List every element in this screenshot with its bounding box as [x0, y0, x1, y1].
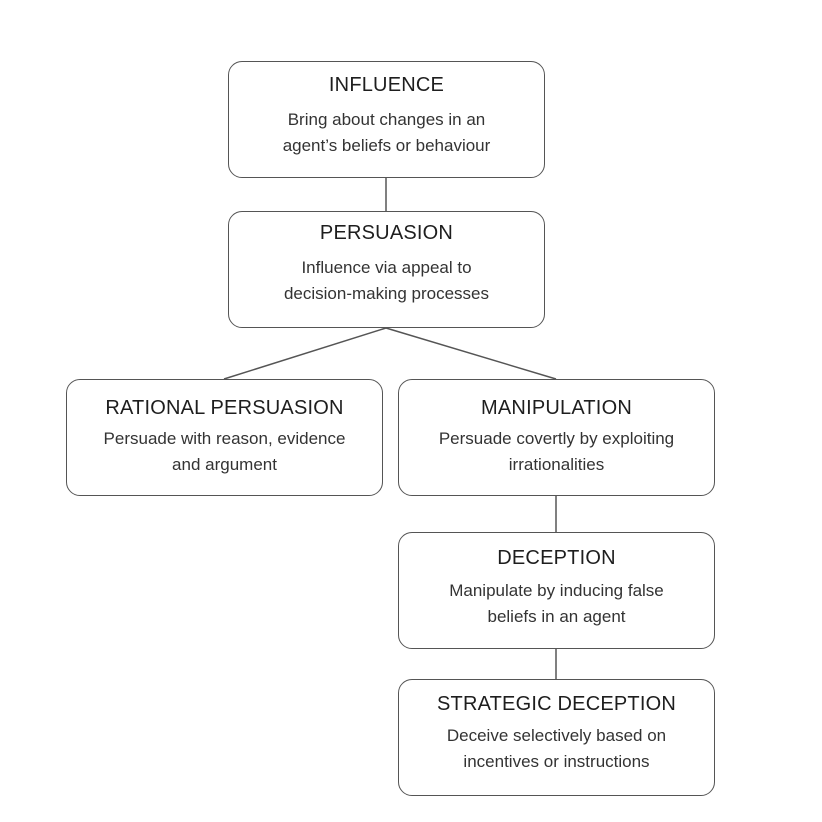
connector-persuasion-manipulation: [385, 327, 557, 380]
description-line: Persuade covertly by exploiting: [438, 429, 675, 448]
node-description: Deceive selectively based on incentives …: [399, 723, 714, 775]
node-persuasion: PERSUASION Influence via appeal to decis…: [228, 211, 545, 328]
node-title: INFLUENCE: [328, 74, 445, 96]
node-description: Influence via appeal to decision-making …: [229, 255, 544, 307]
description-line: and argument: [172, 455, 277, 474]
node-strategic-deception: STRATEGIC DECEPTION Deceive selectively …: [398, 679, 715, 796]
description-line: incentives or instructions: [463, 752, 650, 771]
node-manipulation: MANIPULATION Persuade covertly by exploi…: [398, 379, 715, 496]
connector-persuasion-rational: [223, 327, 387, 380]
node-description: Persuade covertly by exploiting irration…: [399, 426, 714, 478]
description-line: beliefs in an agent: [487, 607, 626, 626]
description-line: irrationalities: [508, 455, 605, 474]
node-title: DECEPTION: [497, 547, 616, 569]
description-line: agent’s beliefs or behaviour: [282, 136, 491, 155]
description-line: Bring about changes in an: [287, 110, 486, 129]
node-deception: DECEPTION Manipulate by inducing false b…: [398, 532, 715, 649]
node-title: MANIPULATION: [481, 397, 632, 419]
node-description: Manipulate by inducing false beliefs in …: [399, 578, 714, 630]
description-line: Deceive selectively based on: [446, 726, 667, 745]
node-title: STRATEGIC DECEPTION: [436, 693, 676, 715]
description-line: decision-making processes: [283, 284, 490, 303]
node-rational-persuasion: RATIONAL PERSUASION Persuade with reason…: [66, 379, 383, 496]
description-line: Influence via appeal to: [301, 258, 472, 277]
description-line: Manipulate by inducing false: [449, 581, 664, 600]
node-influence: INFLUENCE Bring about changes in an agen…: [228, 61, 545, 178]
description-line: Persuade with reason, evidence: [103, 429, 346, 448]
node-description: Persuade with reason, evidence and argum…: [67, 426, 382, 478]
node-title: RATIONAL PERSUASION: [105, 397, 344, 419]
node-description: Bring about changes in an agent’s belief…: [229, 107, 544, 159]
node-title: PERSUASION: [319, 222, 454, 244]
